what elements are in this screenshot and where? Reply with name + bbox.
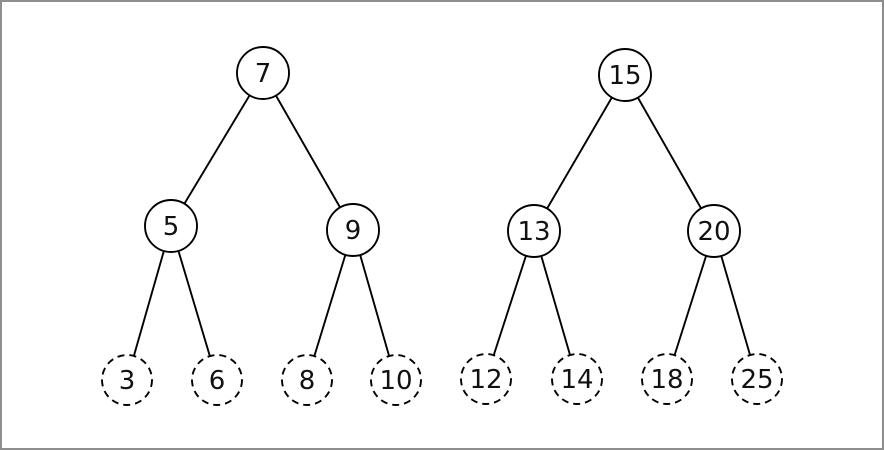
node-value-label: 20: [697, 217, 730, 247]
node-value-label: 14: [560, 365, 593, 395]
internal-node-circle: [507, 204, 561, 258]
tree-edge: [624, 74, 715, 232]
node-value-label: 3: [119, 366, 136, 396]
leaf-node-circle: [641, 353, 693, 405]
node-value-label: 10: [379, 366, 412, 396]
leaf-node-circle: [191, 354, 243, 406]
tree-right: 15 13 20 12 14 18 25: [460, 48, 783, 405]
node-value-label: 7: [255, 59, 272, 89]
tree-edge: [170, 72, 264, 227]
node-value-label: 12: [469, 365, 502, 395]
internal-node-circle: [598, 48, 652, 102]
leaf-node-circle: [281, 354, 333, 406]
internal-node-circle: [144, 199, 198, 253]
leaf-node-circle: [551, 353, 603, 405]
internal-node-circle: [236, 46, 290, 100]
node-value-label: 6: [209, 366, 226, 396]
node-value-label: 25: [740, 365, 773, 395]
leaf-node-circle: [101, 354, 153, 406]
leaf-node-circle: [731, 353, 783, 405]
internal-node-circle: [687, 204, 741, 258]
node-value-label: 18: [650, 365, 683, 395]
tree-left: 7 5 9 3 6 8 10: [101, 46, 422, 406]
node-value-label: 5: [163, 212, 180, 242]
leaf-node-circle: [370, 354, 422, 406]
leaf-node-circle: [460, 353, 512, 405]
internal-node-circle: [326, 203, 380, 257]
node-value-label: 8: [299, 366, 316, 396]
node-value-label: 13: [517, 217, 550, 247]
tree-edge: [533, 74, 626, 232]
node-value-label: 15: [608, 61, 641, 91]
node-value-label: 9: [345, 216, 362, 246]
tree-edge: [262, 72, 354, 231]
